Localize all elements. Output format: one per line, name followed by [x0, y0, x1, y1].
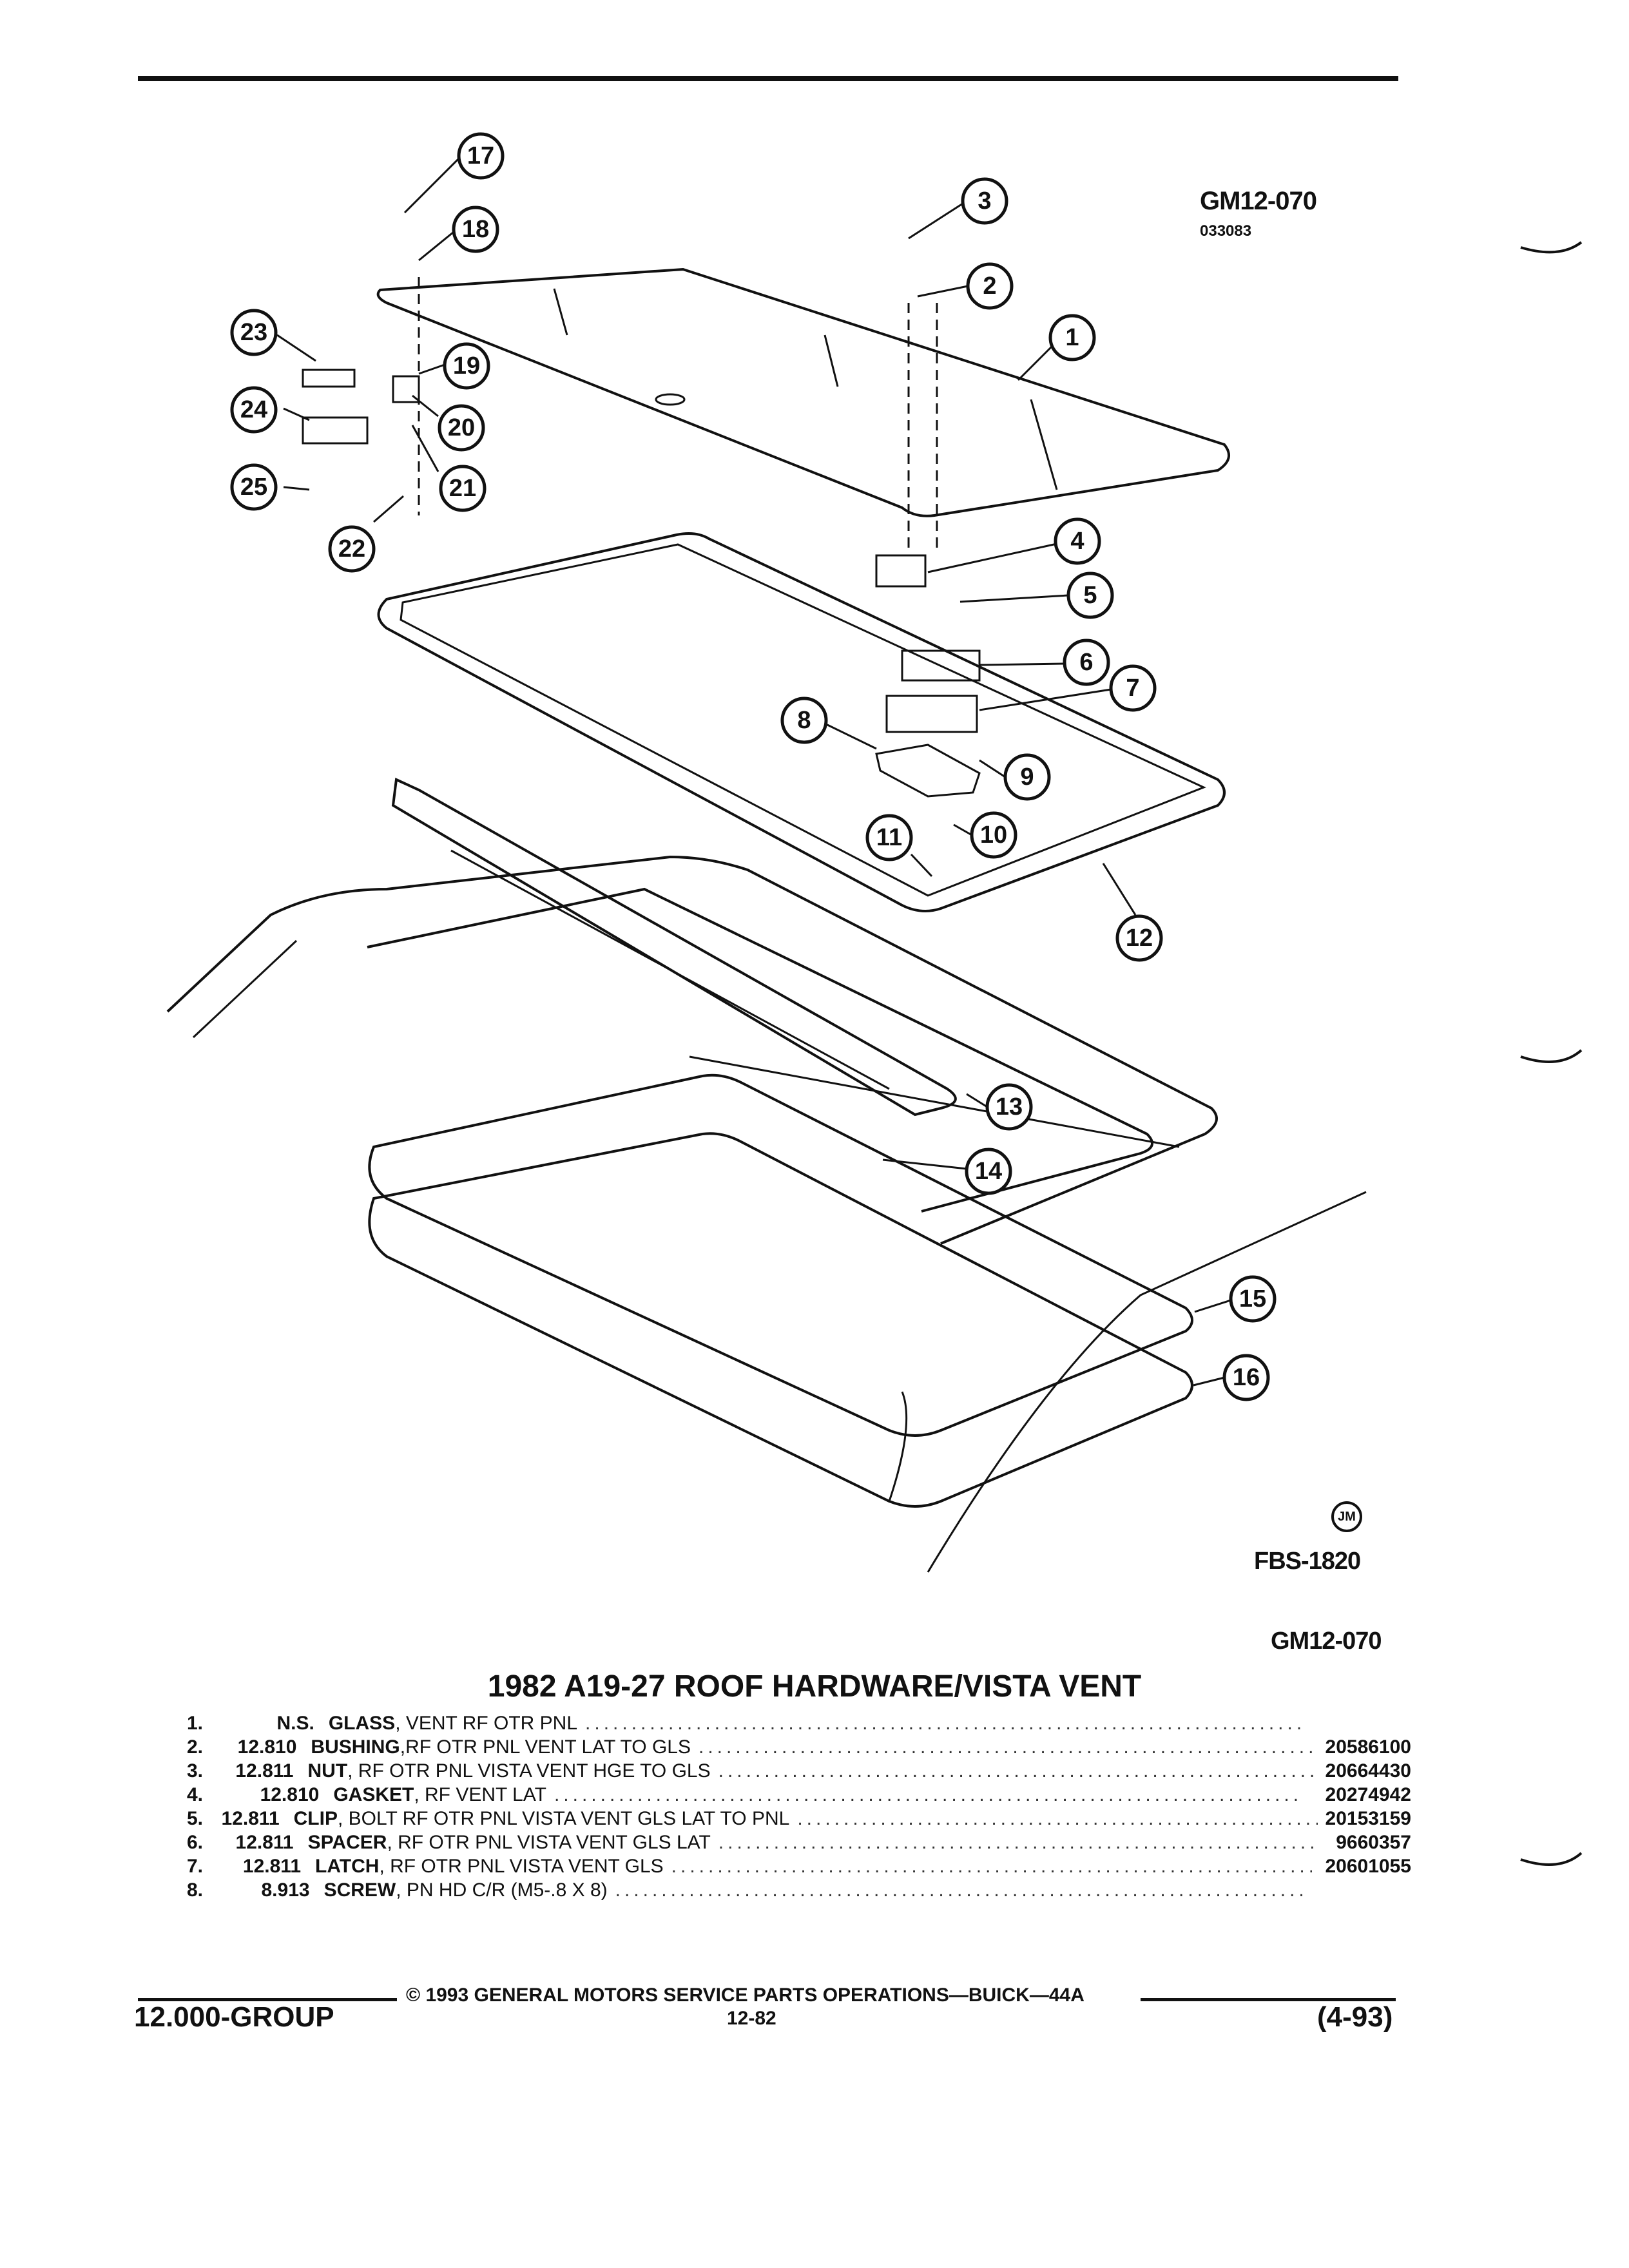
svg-text:4: 4 — [1070, 528, 1084, 555]
group-label: 12.000-GROUP — [134, 2001, 334, 2033]
svg-text:24: 24 — [240, 396, 267, 423]
page-title: 1982 A19-27 ROOF HARDWARE/VISTA VENT — [487, 1669, 1142, 1704]
binder-mark-1 — [1520, 241, 1583, 254]
trim-strip — [391, 778, 957, 1117]
svg-text:25: 25 — [240, 474, 267, 501]
callout-22: 22 — [328, 525, 376, 573]
svg-text:7: 7 — [1126, 675, 1139, 702]
binder-mark-2 — [1520, 1049, 1583, 1063]
table-row: 7. 12.811 LATCH, RF OTR PNL VISTA VENT G… — [187, 1855, 1411, 1877]
revision-date: (4-93) — [1317, 2001, 1393, 2033]
callout-17: 17 — [457, 132, 505, 180]
latch-base — [875, 744, 981, 798]
callout-5: 5 — [1066, 572, 1114, 619]
footer-rule-right — [1141, 1998, 1396, 2001]
table-row: 5. 12.811 CLIP, BOLT RF OTR PNL VISTA VE… — [187, 1807, 1411, 1829]
callout-4: 4 — [1054, 517, 1101, 565]
svg-text:3: 3 — [978, 187, 991, 215]
roof-outline — [166, 855, 1218, 1245]
svg-text:9: 9 — [1020, 764, 1034, 791]
svg-text:15: 15 — [1239, 1285, 1266, 1312]
svg-text:18: 18 — [462, 216, 489, 243]
svg-text:1: 1 — [1065, 324, 1079, 351]
callout-20: 20 — [438, 404, 485, 452]
svg-text:6: 6 — [1079, 649, 1093, 676]
svg-text:19: 19 — [453, 352, 480, 380]
callout-8: 8 — [780, 697, 828, 744]
table-row: 3. 12.811 NUT, RF OTR PNL VISTA VENT HGE… — [187, 1760, 1411, 1782]
spacer-block — [901, 649, 981, 682]
callout-18: 18 — [452, 206, 499, 253]
vent-frame — [377, 532, 1226, 912]
callout-7: 7 — [1109, 664, 1157, 712]
hinge-clip-20 — [392, 375, 420, 403]
latch-block — [885, 695, 978, 733]
svg-text:11: 11 — [876, 824, 902, 851]
table-row: 2. 12.810 BUSHING,RF OTR PNL VENT LAT TO… — [187, 1736, 1411, 1758]
callout-6: 6 — [1063, 639, 1110, 686]
svg-text:13: 13 — [996, 1093, 1023, 1120]
callout-19: 19 — [443, 342, 490, 390]
callout-1: 1 — [1048, 314, 1096, 361]
callout-12: 12 — [1115, 914, 1163, 962]
table-row: 6. 12.811 SPACER, RF OTR PNL VISTA VENT … — [187, 1831, 1411, 1853]
artist-mark: JM — [1331, 1501, 1362, 1532]
copyright-notice: © 1993 GENERAL MOTORS SERVICE PARTS OPER… — [406, 1984, 1084, 2006]
callout-25: 25 — [230, 463, 278, 511]
callout-15: 15 — [1229, 1275, 1277, 1323]
hinge-plate-23 — [302, 369, 356, 388]
svg-text:10: 10 — [980, 822, 1007, 849]
seal-lower — [368, 1132, 1193, 1508]
hinge-plate-24 — [302, 416, 369, 445]
figure-code: GM12-070 — [1200, 187, 1317, 215]
svg-text:22: 22 — [338, 535, 365, 562]
figure-code-repeat: GM12-070 — [1271, 1628, 1382, 1655]
callout-23: 23 — [230, 309, 278, 356]
seal-upper — [368, 1073, 1193, 1437]
svg-text:12: 12 — [1126, 925, 1153, 952]
table-row: 1. N.S. GLASS, VENT RF OTR PNL .........… — [187, 1712, 1302, 1734]
footer-rule-left — [138, 1998, 397, 2001]
svg-text:8: 8 — [797, 707, 811, 734]
svg-text:20: 20 — [448, 414, 475, 441]
svg-text:16: 16 — [1233, 1364, 1260, 1391]
svg-text:23: 23 — [240, 319, 267, 346]
gasket-block — [875, 554, 927, 588]
callout-2: 2 — [966, 262, 1014, 310]
callout-13: 13 — [985, 1083, 1033, 1131]
parts-list: 1. N.S. GLASS, VENT RF OTR PNL .........… — [187, 1711, 1411, 1902]
callout-24: 24 — [230, 386, 278, 434]
figure-sub-code: 033083 — [1200, 222, 1252, 240]
fbs-code: FBS-1820 — [1254, 1548, 1361, 1575]
glass-panel — [376, 267, 1231, 517]
binder-mark-3 — [1520, 1852, 1583, 1866]
leader-lines — [276, 156, 1231, 1387]
table-row: 8. 8.913 SCREW, PN HD C/R (M5-.8 X 8) ..… — [187, 1879, 1306, 1901]
callout-9: 9 — [1003, 753, 1051, 801]
svg-text:2: 2 — [983, 273, 996, 300]
svg-text:21: 21 — [449, 475, 476, 502]
roof-opening — [367, 887, 1153, 1213]
callout-14: 14 — [965, 1148, 1012, 1195]
callout-16: 16 — [1222, 1354, 1270, 1401]
callout-10: 10 — [970, 811, 1017, 859]
svg-text:14: 14 — [975, 1158, 1002, 1185]
svg-text:17: 17 — [467, 142, 494, 169]
table-row: 4. 12.810 GASKET, RF VENT LAT ..........… — [187, 1783, 1411, 1805]
callout-3: 3 — [961, 177, 1008, 225]
callout-11: 11 — [865, 814, 913, 861]
page-number: 12-82 — [727, 2008, 776, 2029]
svg-text:5: 5 — [1083, 582, 1097, 609]
callout-21: 21 — [439, 465, 487, 512]
top-rule — [138, 76, 1398, 81]
